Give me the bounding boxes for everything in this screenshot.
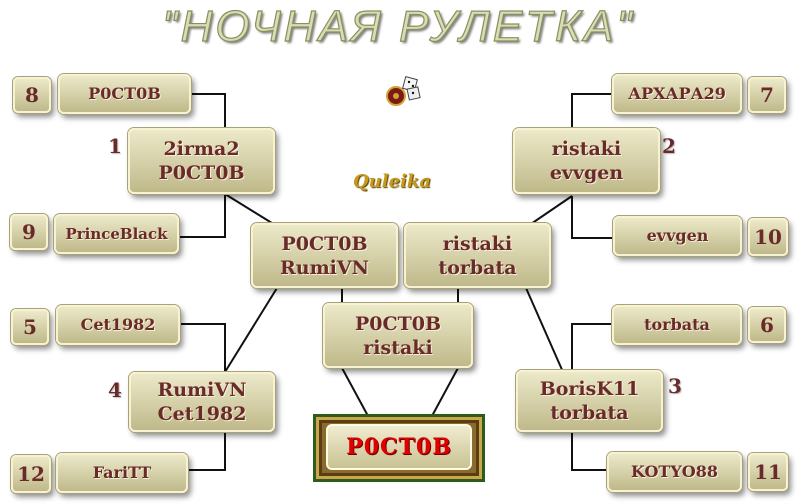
match-number-3: 3 — [668, 374, 682, 398]
seed-number-5: 5 — [11, 309, 49, 345]
connector-final-winner-r — [431, 367, 459, 417]
seed-number-12: 12 — [11, 455, 51, 493]
player-seed-7: АРХАРА29 — [612, 74, 742, 114]
seed-number-10: 10 — [748, 218, 788, 256]
connector-7-2 — [571, 93, 612, 130]
player-seed-8: P0CT0B — [58, 74, 191, 114]
connector-11-3 — [571, 426, 607, 471]
match-4-player-a: RumiVN — [157, 379, 247, 401]
match-2-player-a: ristaki — [551, 138, 622, 160]
roulette-logo: Quleika — [353, 171, 432, 192]
connector-12-4 — [188, 424, 226, 471]
winner-name: P0CT0B — [326, 424, 472, 470]
connector-8-1 — [192, 93, 226, 130]
match-1-player-a: 2irma2 — [163, 138, 240, 160]
connector-6-3 — [571, 323, 612, 372]
semifinal-right-player-b: torbata — [438, 256, 517, 279]
seed-number-11: 11 — [748, 453, 788, 491]
final-player-b: ristaki — [363, 336, 433, 359]
match-number-4: 4 — [108, 378, 122, 402]
semifinal-left-player-a: P0CT0B — [281, 232, 368, 255]
roulette-dice-icon — [386, 76, 421, 106]
connector-2-semi — [527, 195, 573, 227]
match-4: RumiVN Cet1982 — [129, 372, 275, 432]
match-4-player-b: Cet1982 — [157, 403, 247, 425]
player-seed-12: FariTT — [56, 453, 188, 493]
match-3: BorisK11 torbata — [516, 370, 663, 432]
match-1-player-b: P0CT0B — [158, 162, 245, 184]
match-3-player-b: torbata — [550, 402, 629, 424]
player-seed-10: evvgen — [613, 216, 742, 256]
seed-number-9: 9 — [10, 214, 48, 250]
seed-number-7: 7 — [748, 77, 786, 113]
final-match: P0CT0B ristaki — [323, 303, 473, 368]
connector-1-semi — [224, 193, 281, 229]
semifinal-left: P0CT0B RumiVN — [251, 223, 398, 288]
match-3-player-a: BorisK11 — [539, 378, 640, 400]
match-number-2: 2 — [662, 134, 676, 158]
player-seed-5: Cet1982 — [56, 305, 180, 345]
player-seed-11: KOTYO88 — [607, 452, 742, 492]
semifinal-right: ristaki torbata — [404, 223, 551, 288]
connector-3-semi — [525, 287, 564, 373]
connector-9-1 — [172, 194, 226, 238]
match-2: ristaki evvgen — [513, 128, 660, 194]
match-1: 2irma2 P0CT0B — [128, 128, 275, 194]
connector-5-4 — [163, 323, 226, 372]
connector-final-winner-l — [341, 367, 369, 417]
player-seed-9: PrinceBlack — [54, 214, 179, 254]
semifinal-right-player-a: ristaki — [442, 232, 513, 255]
player-seed-6: torbata — [612, 305, 742, 345]
seed-number-8: 8 — [13, 77, 51, 113]
match-number-1: 1 — [108, 134, 122, 158]
semifinal-left-player-b: RumiVN — [279, 256, 370, 279]
connector-4-semi — [224, 287, 278, 373]
connector-10-2 — [571, 196, 627, 239]
match-2-player-b: evvgen — [549, 162, 624, 184]
final-player-a: P0CT0B — [354, 312, 442, 335]
seed-number-6: 6 — [748, 307, 786, 343]
page-title: "НОЧНАЯ РУЛЕТКА" — [161, 1, 635, 51]
